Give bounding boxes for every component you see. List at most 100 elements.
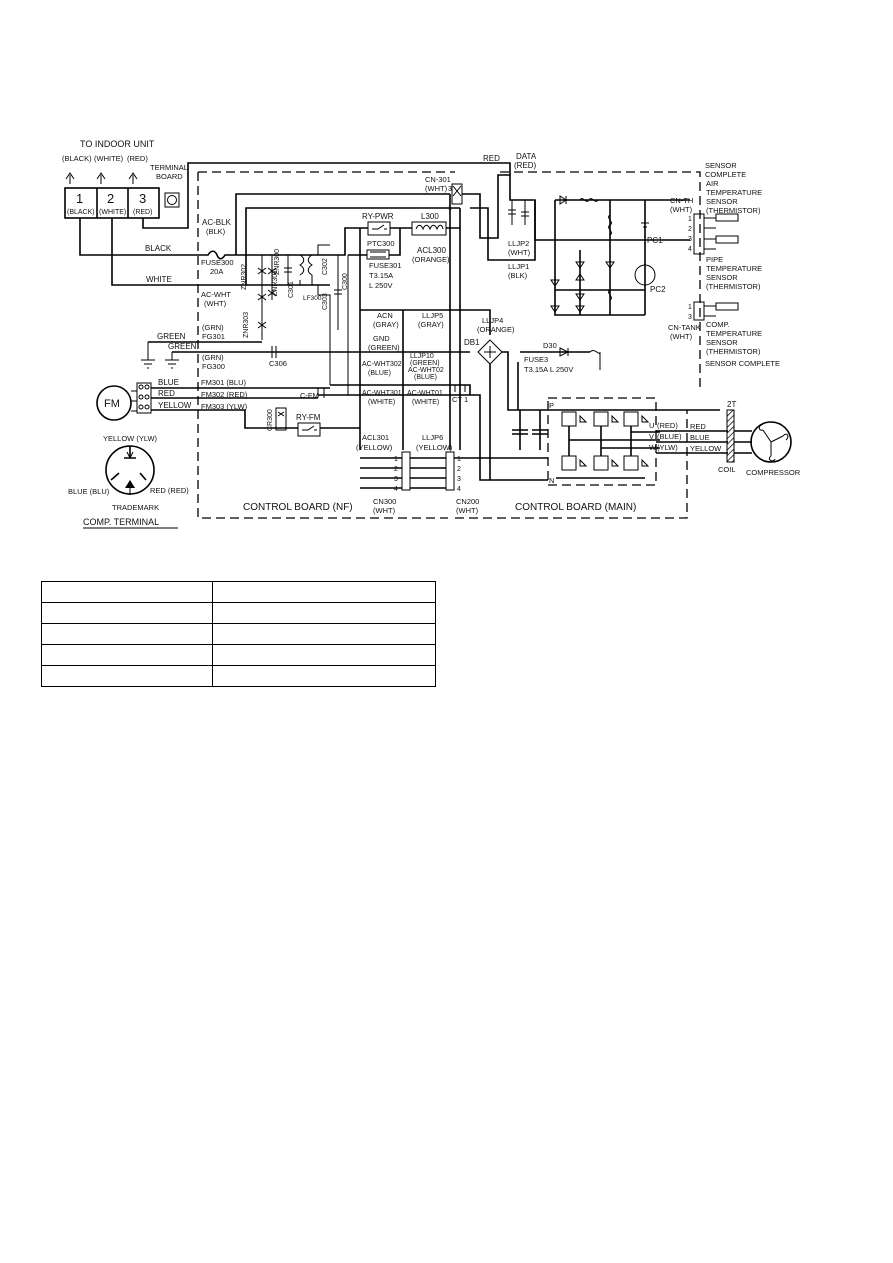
cn200-pin2: 2 xyxy=(457,466,461,473)
w-label: W xyxy=(649,443,657,452)
cnth-pin3: 3 xyxy=(688,236,692,243)
pc1-label: PC1 xyxy=(647,236,663,245)
term-1: 1 xyxy=(76,191,83,206)
cn200-connector xyxy=(445,451,455,491)
cn200-pin4: 4 xyxy=(457,486,461,493)
c303-label: C303 xyxy=(322,293,329,310)
llj6-label: LLJP6 xyxy=(422,433,443,442)
pipe-sensor-label-4: (THERMISTOR) xyxy=(706,282,761,291)
fuse301-voltage: L 250V xyxy=(369,281,393,290)
table-cell xyxy=(212,623,436,645)
lf300-label: LF300 xyxy=(303,295,322,302)
cn301-color: (WHT) xyxy=(425,184,448,193)
data-red-label: (RED) xyxy=(514,161,537,170)
comp-sensor-label-3: SENSOR xyxy=(706,338,738,347)
comp-sensor-label-2: TEMPERATURE xyxy=(706,329,762,338)
fuse300-label: FUSE300 xyxy=(201,258,234,267)
n-label: N xyxy=(549,476,554,485)
term-3-color: (RED) xyxy=(133,209,152,216)
cnth-connector xyxy=(693,213,705,255)
d30-label: D30 xyxy=(543,341,557,350)
fm-blue-wire: BLUE xyxy=(158,378,179,387)
fan-motor-icon xyxy=(96,385,132,421)
pipe-sensor-label-3: SENSOR xyxy=(706,273,738,282)
air-sensor-label-3: SENSOR xyxy=(706,197,738,206)
acn-label: ACN xyxy=(377,311,393,320)
term-2-color: (WHITE) xyxy=(99,209,126,216)
red-label: (RED) xyxy=(127,154,148,163)
llj5-label: LLJP5 xyxy=(422,311,443,320)
grn-label-2: (GRN) xyxy=(202,353,224,362)
coil-icon xyxy=(726,409,735,463)
c301-label: C301 xyxy=(288,281,295,298)
comp-terminal-yellow: YELLOW (YLW) xyxy=(103,434,158,443)
table-cell xyxy=(41,602,213,624)
cn200-pin3: 3 xyxy=(457,476,461,483)
red-wire-label: RED xyxy=(483,154,500,163)
v-label: V xyxy=(649,432,654,441)
table-row xyxy=(41,644,436,666)
acwht301-label: AC-WHT301 xyxy=(362,390,402,397)
cn300-pin1: 1 xyxy=(394,456,398,463)
db1-label: DB1 xyxy=(464,338,480,347)
ac-blk-color: (BLK) xyxy=(206,227,226,236)
acwht01-color: (WHITE) xyxy=(412,399,439,406)
table-row xyxy=(41,623,436,645)
ac-wht-label: AC-WHT xyxy=(201,290,231,299)
comp-sensor-label-4: (THERMISTOR) xyxy=(706,347,761,356)
coil-label: COIL xyxy=(718,465,736,474)
fm302-label: FM302 (RED) xyxy=(201,390,248,399)
green-wire-label: GREEN xyxy=(157,332,186,341)
table-row xyxy=(41,581,436,603)
blank-table xyxy=(41,581,436,687)
table-row xyxy=(41,602,436,624)
fg300-label: FG300 xyxy=(202,362,225,371)
llj2-color: (WHT) xyxy=(508,248,531,257)
v-color: (BLUE) xyxy=(657,432,682,441)
table-cell xyxy=(212,644,436,666)
acl301-color: (YELLOW) xyxy=(356,443,393,452)
gnd-color: (GREEN) xyxy=(368,343,400,352)
fuse301-label: FUSE301 xyxy=(369,261,402,270)
llj4-label: LLJP4 xyxy=(482,316,503,325)
sensor-complete-label-3: SENSOR COMPLETE xyxy=(705,359,780,368)
sensor-complete-label: SENSOR xyxy=(705,161,737,170)
igbt-bridge xyxy=(556,411,660,479)
cnth-pin4: 4 xyxy=(688,246,692,253)
v-wire: BLUE xyxy=(690,433,710,442)
cfm-label: C-FM xyxy=(300,391,319,400)
cn300-color: (WHT) xyxy=(373,506,396,515)
fuse3-label: FUSE3 xyxy=(524,355,548,364)
llj1-color: (BLK) xyxy=(508,271,528,280)
cr300-label: CR300 xyxy=(267,409,274,431)
air-sensor-label-1: AIR xyxy=(706,179,719,188)
term-3: 3 xyxy=(139,191,146,206)
acwht301-color: (WHITE) xyxy=(368,399,395,406)
table-row xyxy=(41,665,436,687)
l300-label: L300 xyxy=(421,212,439,221)
cn300-label: CN300 xyxy=(373,497,396,506)
fm-label: FM xyxy=(104,398,120,410)
grn-label: (GRN) xyxy=(202,323,224,332)
cn200-color: (WHT) xyxy=(456,506,479,515)
table-cell xyxy=(212,665,436,687)
terminal-board-label: TERMINAL xyxy=(150,163,188,172)
black-label: (BLACK) xyxy=(62,154,92,163)
to-indoor-label: TO INDOOR UNIT xyxy=(80,139,155,149)
rypwr-label: RY-PWR xyxy=(362,212,394,221)
table-cell xyxy=(41,644,213,666)
comp-terminal-blue: BLUE (BLU) xyxy=(68,487,110,496)
white-label: (WHITE) xyxy=(94,154,124,163)
cn301-label: CN-301 xyxy=(425,175,451,184)
cn300-pin4: 4 xyxy=(394,486,398,493)
cn300-pin3: 3 xyxy=(394,476,398,483)
nf-filter: ZNR302 ZNR303 ZNR301 ZNR300 C301 LF300 C… xyxy=(241,244,349,395)
acwht01-label: AC-WHT01 xyxy=(407,390,443,397)
bridge-rectifier xyxy=(477,339,503,365)
c302-label: C302 xyxy=(322,258,329,275)
comp-terminal-legend: YELLOW (YLW) BLUE (BLU) RED (RED) TRADEM… xyxy=(68,434,189,529)
cntank-pin1: 1 xyxy=(688,304,692,311)
acwht302-label: AC-WHT302 xyxy=(362,361,402,368)
fuse301-rating: T3.15A xyxy=(369,271,393,280)
fuse3-rating: T3.15A L 250V xyxy=(524,365,573,374)
